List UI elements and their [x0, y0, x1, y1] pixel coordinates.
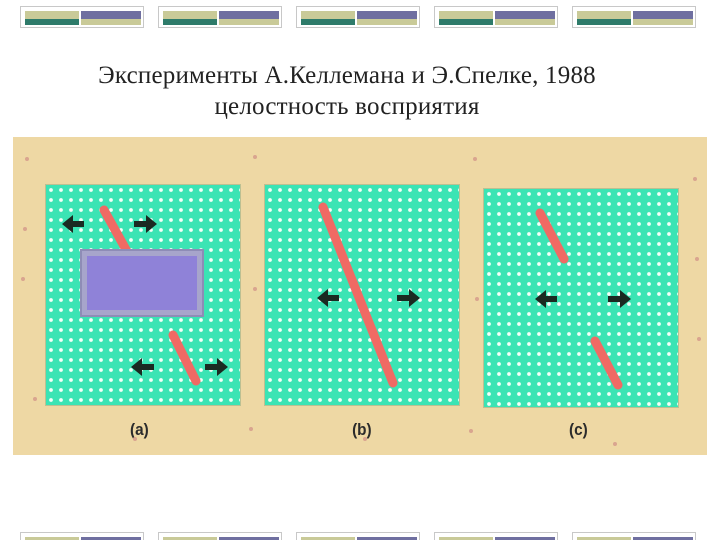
arrow-right-icon	[608, 290, 631, 308]
panel-c-drawing	[535, 208, 631, 390]
arrow-right-icon	[397, 289, 420, 307]
background-speck	[133, 437, 137, 441]
decorative-stripe	[439, 19, 493, 25]
background-speck	[249, 427, 253, 431]
decorative-stripe	[219, 11, 279, 19]
caption-b: (b)	[352, 420, 372, 439]
background-speck	[21, 277, 25, 281]
decorative-stripe	[633, 11, 693, 19]
rod-lower-piece	[590, 336, 623, 390]
decorative-block	[572, 532, 696, 540]
decorative-block	[158, 532, 282, 540]
decorative-stripe	[495, 11, 555, 19]
decorative-block	[434, 6, 558, 28]
decorative-stripe	[577, 537, 631, 540]
panel-b-drawing	[317, 202, 420, 388]
rod-top-segment	[99, 205, 134, 260]
decorative-stripe	[439, 537, 493, 540]
decorative-stripe	[439, 11, 493, 19]
occluder-block	[80, 249, 204, 317]
decorative-stripe	[577, 11, 631, 19]
decorative-block	[20, 532, 144, 540]
rod-complete	[318, 202, 398, 388]
background-speck	[25, 157, 29, 161]
decorative-stripe	[357, 11, 417, 19]
caption-a: (a)	[130, 420, 149, 439]
panel-a-drawing	[62, 205, 228, 386]
decorative-block	[434, 532, 558, 540]
decorative-stripe	[301, 537, 355, 540]
occluder-face	[87, 256, 197, 310]
top-decorative-border	[0, 6, 720, 28]
decorative-stripe	[357, 19, 417, 25]
background-speck	[693, 177, 697, 181]
experiment-figure: (a) (b) (c)	[13, 137, 707, 455]
rod-bottom-segment	[168, 330, 201, 386]
decorative-block	[158, 6, 282, 28]
arrow-right-icon	[134, 215, 157, 233]
background-speck	[469, 429, 473, 433]
decorative-stripe	[301, 11, 355, 19]
background-speck	[253, 155, 257, 159]
decorative-block	[20, 6, 144, 28]
arrow-left-icon	[131, 358, 154, 376]
decorative-stripe	[81, 537, 141, 540]
panel-b	[265, 185, 459, 405]
decorative-stripe	[163, 11, 217, 19]
arrow-left-icon	[535, 290, 557, 308]
background-speck	[253, 287, 257, 291]
background-speck	[697, 337, 701, 341]
background-speck	[363, 437, 367, 441]
background-speck	[33, 397, 37, 401]
panel-c	[484, 189, 678, 407]
decorative-block	[296, 532, 420, 540]
slide-title: Эксперименты А.Келлемана и Э.Спелке, 198…	[0, 60, 694, 122]
decorative-stripe	[301, 19, 355, 25]
decorative-stripe	[25, 19, 79, 25]
decorative-stripe	[163, 537, 217, 540]
decorative-stripe	[495, 19, 555, 25]
caption-c: (c)	[569, 420, 588, 439]
background-speck	[23, 227, 27, 231]
arrow-left-icon	[62, 215, 84, 233]
decorative-stripe	[633, 19, 693, 25]
background-speck	[613, 442, 617, 446]
arrow-left-icon	[317, 289, 339, 307]
title-line-2: целостность восприятия	[214, 93, 480, 120]
background-speck	[475, 297, 479, 301]
decorative-stripe	[495, 537, 555, 540]
background-speck	[473, 157, 477, 161]
arrow-right-icon	[205, 358, 228, 376]
decorative-block	[572, 6, 696, 28]
rod-upper-piece	[535, 208, 569, 264]
decorative-stripe	[81, 11, 141, 19]
decorative-stripe	[25, 11, 79, 19]
bottom-decorative-border	[0, 532, 720, 540]
decorative-stripe	[25, 537, 79, 540]
decorative-stripe	[633, 537, 693, 540]
decorative-stripe	[219, 19, 279, 25]
decorative-stripe	[357, 537, 417, 540]
title-line-1: Эксперименты А.Келлемана и Э.Спелке, 198…	[98, 62, 596, 89]
background-speck	[695, 257, 699, 261]
decorative-stripe	[577, 19, 631, 25]
decorative-block	[296, 6, 420, 28]
decorative-stripe	[163, 19, 217, 25]
decorative-stripe	[81, 19, 141, 25]
decorative-stripe	[219, 537, 279, 540]
panel-a	[46, 185, 240, 405]
